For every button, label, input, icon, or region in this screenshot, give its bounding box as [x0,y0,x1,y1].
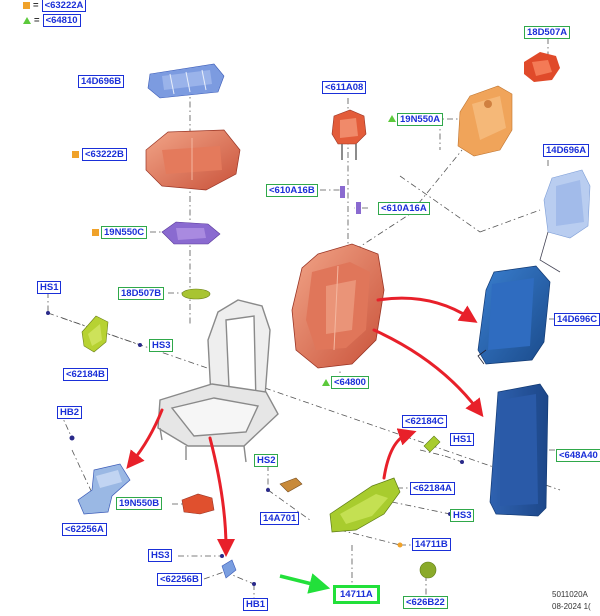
label-18d507a[interactable]: 18D507A [524,26,571,39]
seat-frame-part [157,299,279,463]
seatback-rear-panel-part [477,265,551,365]
label-hb1[interactable]: HB1 [243,598,269,611]
label-62184b[interactable]: <62184B [63,368,108,381]
square-marker-icon [72,151,79,158]
seatback-foam-part [291,243,385,369]
cushion-pad-purple-part [161,221,221,245]
label-19n550c[interactable]: 19N550C [101,226,148,239]
orange-back-panel-part [457,85,513,157]
headrest-part [331,109,367,160]
label-18d507b[interactable]: 18D507B [118,287,165,300]
label-626b22[interactable]: <626B22 [403,596,448,609]
square-marker-icon [92,229,99,236]
triangle-marker-icon [23,17,31,24]
headrest-guide-a-part [356,202,361,214]
legend-square-row: = <63222A [23,0,87,12]
triangle-marker-icon [322,379,330,386]
knob-part [419,561,437,579]
side-shield-c-part [423,435,441,453]
highlight-pointer-arrow [279,573,331,594]
label-14d696b[interactable]: 14D696B [78,75,125,88]
seat-cushion-part [145,129,241,191]
legend-triangle-code: <64810 [42,14,81,27]
seatback-board-part [489,383,549,517]
label-hs3-bottom[interactable]: HS3 [148,549,173,562]
label-62184a[interactable]: <62184A [410,482,455,495]
spring-clip-part [181,288,211,300]
label-14711b[interactable]: 14711B [412,538,451,551]
diagram-date: 08-2024 1( [552,602,591,611]
label-hs1-right[interactable]: HS1 [450,433,475,446]
label-14d696a[interactable]: 14D696A [543,144,590,157]
label-14d696c[interactable]: 14D696C [554,313,600,326]
headrest-guide-b-part [340,186,345,198]
triangle-marker-icon [388,115,396,122]
label-14711a-highlighted[interactable]: 14711A [333,585,380,604]
label-19n550a[interactable]: 19N550A [397,113,444,126]
square-marker-icon [23,2,30,9]
diagram-id: 5011020A [552,590,588,599]
label-64800[interactable]: <64800 [331,376,369,389]
label-14a701[interactable]: 14A701 [260,512,300,525]
headrest-bracket-part [524,52,560,82]
label-610a16b[interactable]: <610A16B [266,184,318,197]
label-hb2[interactable]: HB2 [57,406,83,419]
legend-triangle-row: = <64810 [23,14,81,27]
label-611a08[interactable]: <611A08 [322,81,367,94]
side-shield-b-part [81,315,109,353]
legend-equals: = [33,0,39,11]
callout-arrows [126,296,484,557]
label-62256a[interactable]: <62256A [62,523,107,536]
label-19n550b[interactable]: 19N550B [116,497,163,510]
label-610a16a[interactable]: <610A16A [378,202,430,215]
harness-clip-part [181,493,215,515]
label-62184c[interactable]: <62184C [402,415,447,428]
side-shield-a-part [329,477,401,533]
label-hs3-right[interactable]: HS3 [450,509,475,522]
label-hs2[interactable]: HS2 [254,454,279,467]
label-hs3-top[interactable]: HS3 [149,339,174,352]
cushion-heater-mat-part [147,63,225,99]
label-62256b[interactable]: <62256B [157,573,202,586]
label-648a40[interactable]: <648A40 [556,449,600,462]
wiring-connector-part [279,477,303,493]
legend-equals: = [34,15,40,26]
track-bracket-b-part [221,559,237,579]
legend-square-code: <63222A [41,0,87,12]
seatback-heater-part [539,169,591,273]
label-hs1-left[interactable]: HS1 [37,281,62,294]
label-63222b[interactable]: <63222B [82,148,127,161]
track-bracket-a-part [77,463,131,515]
